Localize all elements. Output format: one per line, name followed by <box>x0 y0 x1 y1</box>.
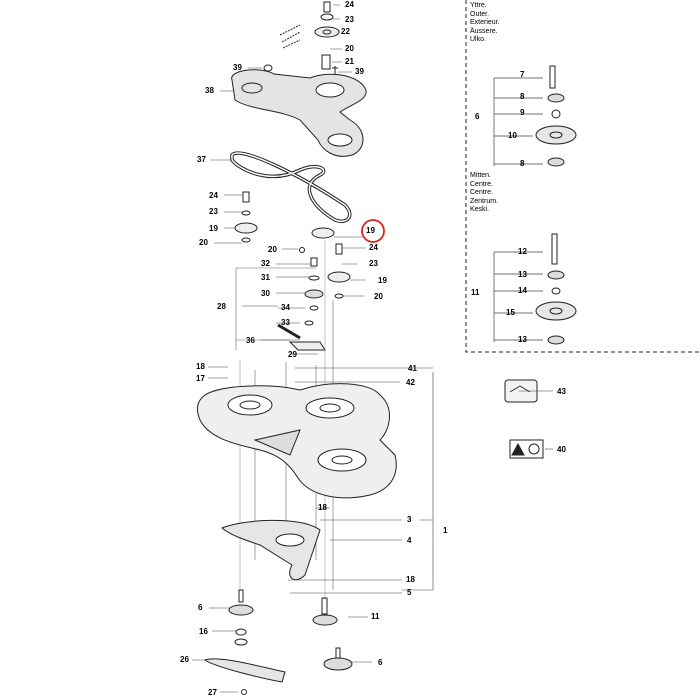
legend-outer: Yttre. Outer. Exterieur. Äussere. Ulko. <box>470 2 500 45</box>
legend-outer-line: Exterieur. <box>470 19 500 26</box>
callout-23-mid: 23 <box>369 259 378 268</box>
callout-42: 42 <box>406 378 415 387</box>
callout-4: 4 <box>407 536 412 545</box>
callout-38: 38 <box>205 86 214 95</box>
callout-24-mid: 24 <box>369 243 378 252</box>
callout-r10: 10 <box>508 131 517 140</box>
legend-center-line: Keski. <box>470 206 490 213</box>
callout-r7: 7 <box>520 70 525 79</box>
callout-3: 3 <box>407 515 412 524</box>
callout-r8-top: 8 <box>520 92 525 101</box>
callout-20-mid: 20 <box>268 245 277 254</box>
callout-27: 27 <box>208 688 217 697</box>
callout-23-left: 23 <box>209 207 218 216</box>
legend-outer-line: Outer. <box>470 10 490 18</box>
legend-center: Mitten. Centre. Centre. Zentrum. Keski. <box>470 172 498 215</box>
callout-r11: 11 <box>471 288 480 297</box>
callout-36: 36 <box>246 336 255 345</box>
legend-center-line: Zentrum. <box>470 197 499 205</box>
callout-r13-bottom: 13 <box>518 335 527 344</box>
callout-r6: 6 <box>475 112 480 121</box>
legend-center-line: Centre. <box>470 189 493 196</box>
left-idler <box>234 191 258 243</box>
callout-r12: 12 <box>518 247 527 256</box>
callout-6-left: 6 <box>198 603 203 612</box>
legend-outer-line: Yttre. <box>470 2 487 9</box>
legend-outer-line: Äussere. <box>470 27 498 35</box>
callout-r15: 15 <box>506 308 515 317</box>
cutting-deck <box>197 383 397 499</box>
legend-center-line: Centre. <box>470 180 493 188</box>
callout-21: 21 <box>345 57 354 66</box>
callout-r8-bottom: 8 <box>520 159 525 168</box>
callout-37: 37 <box>197 155 206 164</box>
legend-outer-line: Ulko. <box>470 36 486 43</box>
callout-31: 31 <box>261 273 270 282</box>
callout-26: 26 <box>180 655 189 664</box>
callout-r9: 9 <box>520 108 525 117</box>
callout-16: 16 <box>199 627 208 636</box>
pulley-assembly-top <box>279 1 340 78</box>
legend-center-line: Mitten. <box>470 172 492 179</box>
spindle-center <box>312 597 353 671</box>
drive-belt <box>230 151 352 223</box>
callout-r14: 14 <box>518 286 527 295</box>
callout-28: 28 <box>217 302 226 311</box>
legend-panel-border <box>465 0 700 353</box>
callout-17: 17 <box>196 374 205 383</box>
baffle-plate <box>221 519 321 581</box>
center-spindle-exploded <box>535 233 577 345</box>
callout-22: 22 <box>341 27 350 36</box>
callout-33: 33 <box>281 318 290 327</box>
callout-19-left: 19 <box>209 224 218 233</box>
callout-24-left: 24 <box>209 191 218 200</box>
callout-24-top: 24 <box>345 0 354 9</box>
spindle-left <box>228 589 254 646</box>
outer-spindle-exploded <box>535 65 577 167</box>
callout-19-highlighted: 19 <box>366 226 375 235</box>
highlight-circle <box>361 219 385 243</box>
callout-5: 5 <box>407 588 412 597</box>
callout-18-mid: 18 <box>318 503 327 512</box>
callout-18-left: 18 <box>196 362 205 371</box>
callout-30: 30 <box>261 289 270 298</box>
callout-20-top: 20 <box>345 44 354 53</box>
callout-11: 11 <box>371 612 380 621</box>
callout-1: 1 <box>443 526 448 535</box>
callout-29: 29 <box>288 350 297 359</box>
callout-23-top: 23 <box>345 15 354 24</box>
callout-20-lower: 20 <box>374 292 383 301</box>
cutting-blade <box>203 658 286 683</box>
callout-34: 34 <box>281 303 290 312</box>
callout-19-lower: 19 <box>378 276 387 285</box>
callout-40: 40 <box>557 445 566 454</box>
callout-20-left: 20 <box>199 238 208 247</box>
callout-32: 32 <box>261 259 270 268</box>
callout-41: 41 <box>408 364 417 373</box>
callout-43: 43 <box>557 387 566 396</box>
callout-r13-top: 13 <box>518 270 527 279</box>
callout-39-left: 39 <box>233 63 242 72</box>
callout-18-bottom: 18 <box>406 575 415 584</box>
callout-6-right: 6 <box>378 658 383 667</box>
callout-39-right: 39 <box>355 67 364 76</box>
